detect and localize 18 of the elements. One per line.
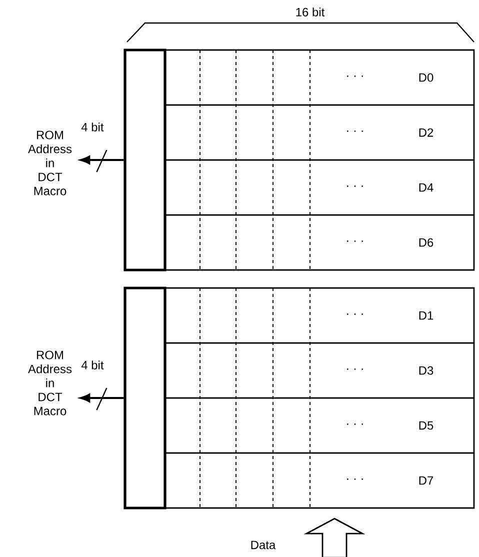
memory-row: · · · D1 — [164, 287, 475, 344]
address-label: ROM Address in DCT Macro — [28, 130, 72, 196]
address-column — [124, 286, 166, 510]
data-label: Data — [251, 540, 276, 550]
memory-row: · · · D2 — [164, 104, 475, 161]
memory-row: · · · D3 — [164, 342, 475, 399]
bus-arrow — [80, 156, 124, 164]
bus-arrow — [80, 394, 124, 402]
address-column — [124, 48, 166, 272]
edge-label: 4 bit — [81, 122, 104, 132]
memory-row: · · · D4 — [164, 159, 475, 216]
dimension-label: 16 bit — [296, 8, 325, 16]
memory-row: · · · D7 — [164, 452, 475, 509]
address-label: ROM Address in DCT Macro — [28, 350, 72, 416]
memory-row: · · · D0 — [164, 49, 475, 106]
edge-label: 4 bit — [81, 360, 104, 370]
memory-row: · · · D5 — [164, 397, 475, 454]
memory-row: · · · D6 — [164, 214, 475, 271]
